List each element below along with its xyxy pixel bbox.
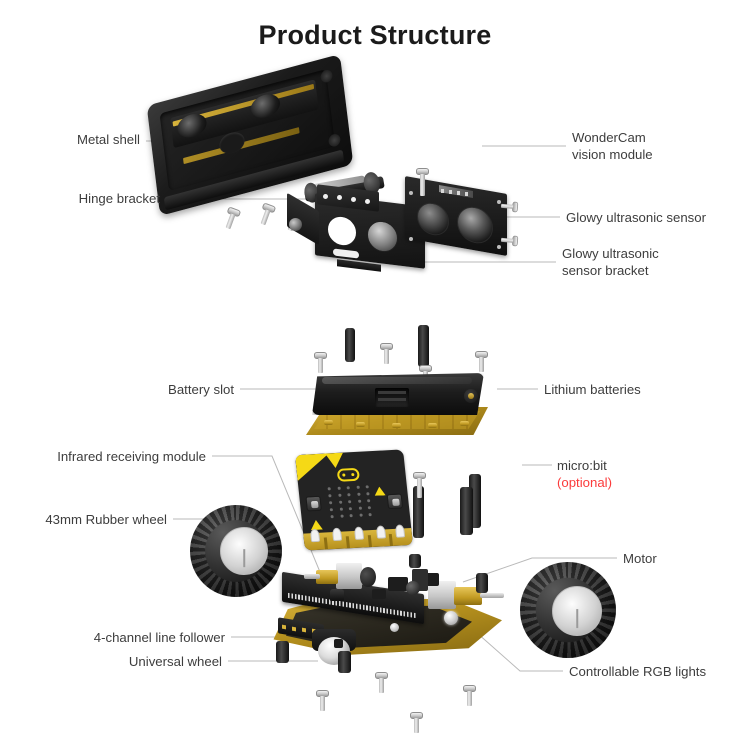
standoff xyxy=(476,573,488,593)
rgb-light xyxy=(390,623,399,632)
screw xyxy=(500,235,519,247)
pcb-pad xyxy=(460,421,469,426)
screw xyxy=(257,202,277,226)
screw xyxy=(375,672,388,693)
label-motor: Motor xyxy=(623,551,657,566)
label-wondercam-line2: vision module xyxy=(572,147,653,162)
chassis-assembly-art xyxy=(260,555,530,675)
universal-wheel xyxy=(312,629,356,665)
glowy-ultrasonic-sensor-bracket-art xyxy=(287,184,437,272)
component xyxy=(388,577,408,591)
label-glowy-bracket-line1: Glowy ultrasonic xyxy=(562,246,659,261)
battery-assembly-art xyxy=(300,325,530,440)
screw xyxy=(500,201,519,213)
screw xyxy=(416,168,429,196)
label-hinge-bracket: Hinge bracket xyxy=(78,191,160,206)
screw xyxy=(463,685,476,706)
microbit-button-b xyxy=(386,493,404,510)
pcb-pad xyxy=(324,420,333,425)
standoff xyxy=(460,487,473,535)
motor-right xyxy=(426,573,508,615)
label-wondercam-vision-module: WonderCam vision module xyxy=(572,129,653,163)
label-glowy-ultrasonic-sensor-bracket: Glowy ultrasonic sensor bracket xyxy=(562,245,659,279)
pcb-pad xyxy=(392,423,401,428)
microbit-board-art xyxy=(294,449,414,551)
label-glowy-ultrasonic-sensor: Glowy ultrasonic sensor xyxy=(566,210,706,225)
label-metal-shell: Metal shell xyxy=(76,132,140,147)
infrared-receiving-module-art xyxy=(330,589,344,601)
standoff xyxy=(409,554,421,568)
component xyxy=(372,589,386,599)
microbit-led-matrix xyxy=(327,485,375,519)
label-wondercam-line1: WonderCam xyxy=(572,130,646,145)
label-microbit: micro:bit (optional) xyxy=(557,457,612,491)
label-infrared-receiving-module: Infrared receiving module xyxy=(57,449,206,464)
label-microbit-optional: (optional) xyxy=(557,475,612,490)
pcb-pad xyxy=(428,423,437,428)
rubber-wheel-left xyxy=(190,505,282,597)
label-universal-wheel: Universal wheel xyxy=(128,654,222,669)
screw xyxy=(410,712,423,733)
battery-slot-art xyxy=(312,373,484,415)
standoff xyxy=(413,486,424,538)
label-lithium-batteries: Lithium batteries xyxy=(544,382,641,397)
screw xyxy=(314,352,327,373)
screw xyxy=(222,206,242,230)
label-rubber-wheel: 43mm Rubber wheel xyxy=(45,512,167,527)
glowy-ultrasonic-sensor-art xyxy=(405,176,510,256)
label-battery-slot: Battery slot xyxy=(168,382,234,397)
screw xyxy=(316,690,329,711)
standoff xyxy=(276,641,289,663)
rubber-wheel-right xyxy=(520,562,616,658)
screw xyxy=(475,351,488,372)
microbit-edge-connector xyxy=(303,524,414,551)
screw xyxy=(413,472,426,498)
label-rgb-lights: Controllable RGB lights xyxy=(569,664,707,679)
rgb-light xyxy=(444,611,458,625)
label-line-follower: 4-channel line follower xyxy=(93,630,225,645)
microbit-button-a xyxy=(305,495,322,512)
standoff xyxy=(418,325,429,367)
microbit-logo-icon xyxy=(336,467,361,482)
motor-left xyxy=(304,563,376,597)
pcb-pad xyxy=(356,422,365,427)
label-glowy-bracket-line2: sensor bracket xyxy=(562,263,649,278)
page-title: Product Structure xyxy=(258,20,492,50)
top-assembly-art xyxy=(146,53,550,290)
label-microbit-text: micro:bit xyxy=(557,458,607,473)
standoff xyxy=(338,651,351,673)
standoff xyxy=(345,328,355,362)
screw xyxy=(380,343,393,364)
